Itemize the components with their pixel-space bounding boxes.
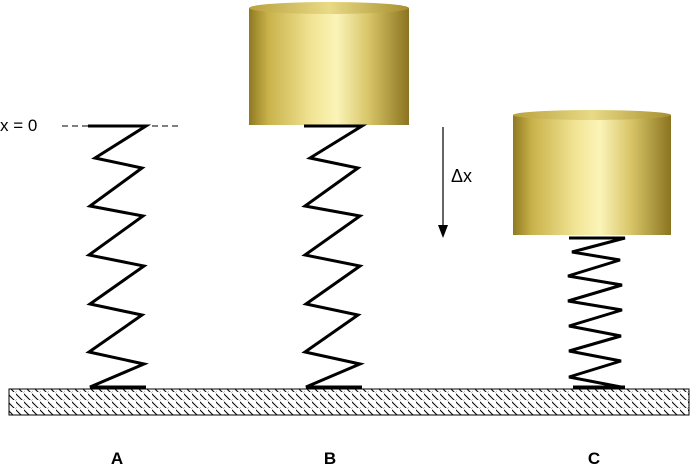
spring-a (85, 124, 152, 389)
label-c: C (587, 449, 601, 468)
x-zero-label: x = 0 (0, 116, 37, 135)
delta-x-arrow (438, 127, 448, 238)
mass-b (249, 2, 409, 125)
label-a: A (110, 449, 124, 468)
label-b: B (323, 449, 337, 468)
spring-c (567, 236, 626, 389)
ground (8, 388, 690, 416)
mass-c (513, 110, 671, 235)
delta-x-label: Δx (451, 166, 472, 186)
spring-b (301, 124, 368, 389)
